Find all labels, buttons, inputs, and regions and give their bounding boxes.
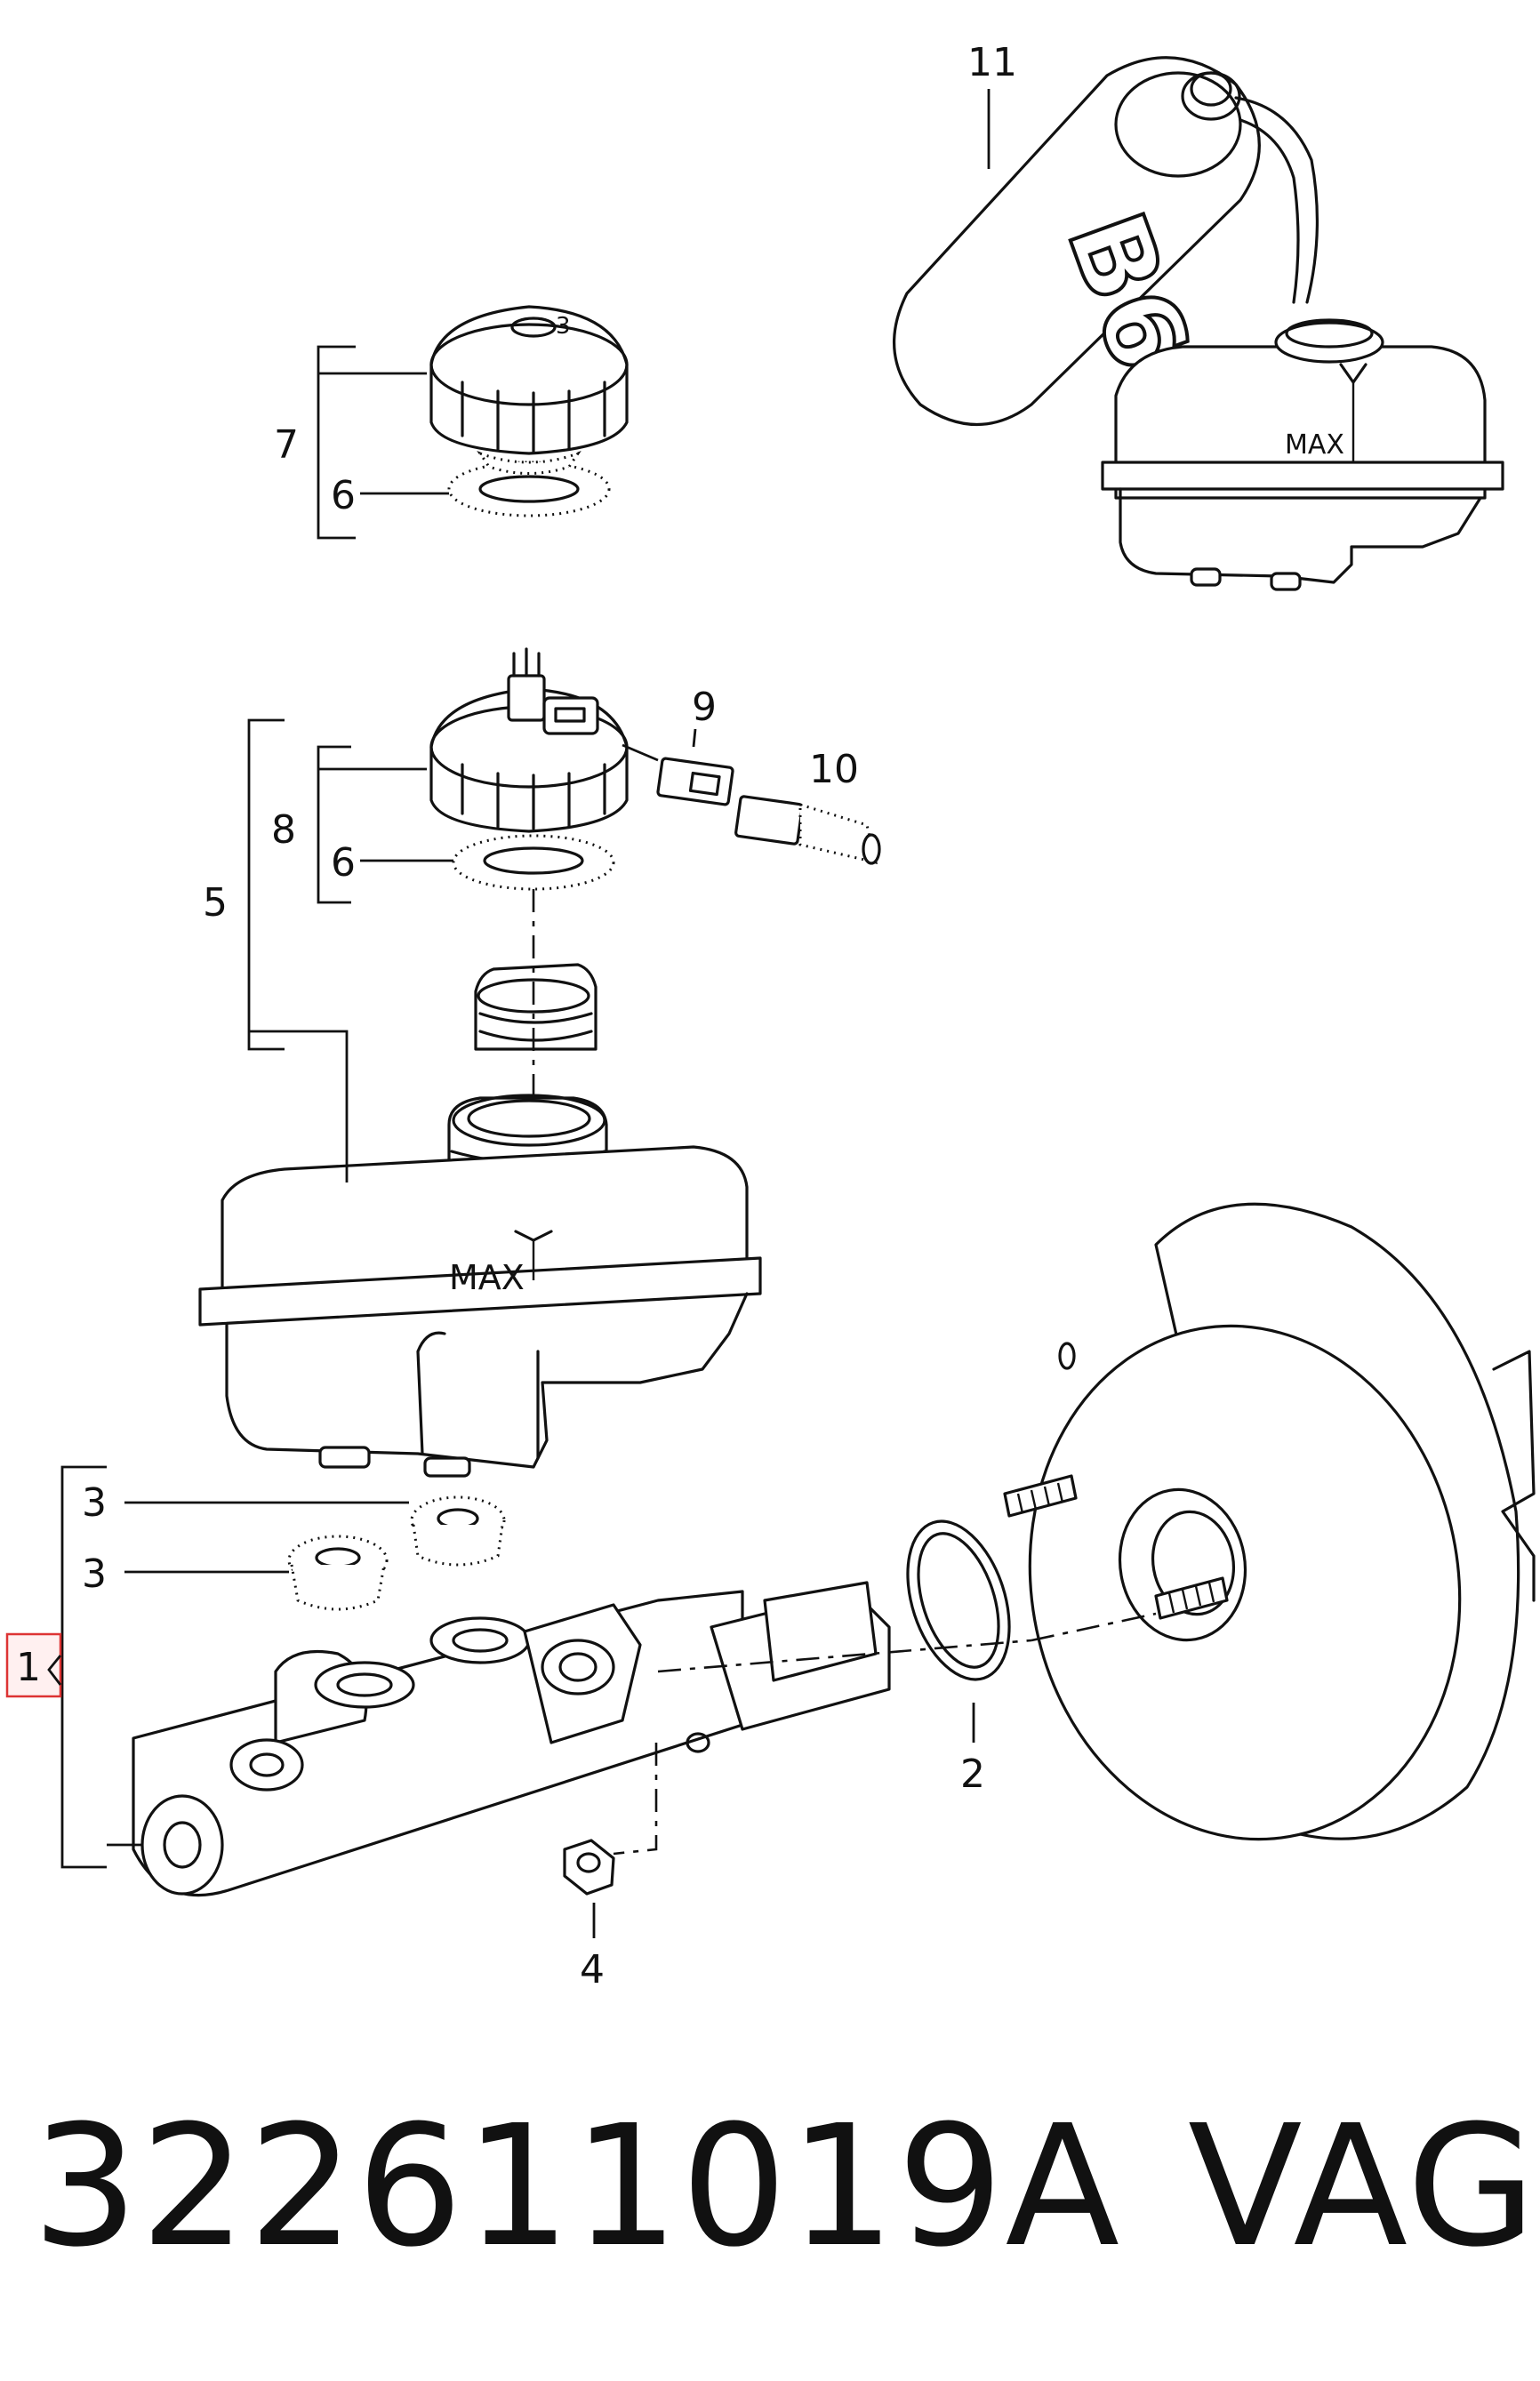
reservoir-cap: 3 xyxy=(429,305,629,517)
callout-10: 10 xyxy=(809,747,859,792)
small-reservoir-max-label: MAX xyxy=(1285,429,1344,461)
callout-11: 11 xyxy=(967,40,1017,85)
grommet-lower xyxy=(287,1535,389,1611)
sensor-cap xyxy=(429,647,629,891)
brake-booster xyxy=(1003,1202,1536,1841)
callout-2: 2 xyxy=(960,1752,985,1797)
part-caption: 322611019A VAG xyxy=(32,2072,1536,2303)
small-reservoir: MAX xyxy=(1101,318,1504,591)
plug-connector-9 xyxy=(622,743,734,806)
callout-3-upper: 3 xyxy=(82,1480,107,1526)
part-number: 322611019A xyxy=(32,2089,1122,2284)
large-reservoir-max-label: MAX xyxy=(449,1258,525,1297)
leader-lines xyxy=(60,89,991,1938)
exploded-parts-diagram: B6 MAX 3 xyxy=(5,40,1536,1992)
nut xyxy=(563,1743,658,1896)
callout-3-lower: 3 xyxy=(82,1551,107,1597)
callout-6-upper: 6 xyxy=(331,473,356,518)
callout-8: 8 xyxy=(271,807,296,853)
plug-connector-10 xyxy=(734,795,881,865)
callout-9: 9 xyxy=(692,685,717,730)
callout-labels: 11 7 6 9 10 8 6 5 3 3 1 2 4 xyxy=(5,40,1017,1992)
cap-mark: 3 xyxy=(556,313,571,340)
callout-4: 4 xyxy=(580,1947,605,1992)
callout-5: 5 xyxy=(203,880,228,926)
large-reservoir: MAX xyxy=(198,889,762,1478)
brand-name: VAG xyxy=(1188,2089,1538,2284)
seal-ring xyxy=(906,1519,1011,1681)
callout-1: 1 xyxy=(16,1645,41,1690)
callout-6-lower: 6 xyxy=(331,840,356,886)
callout-7: 7 xyxy=(274,422,299,468)
master-cylinder xyxy=(132,1581,1032,1897)
grommet-upper xyxy=(410,1495,506,1567)
